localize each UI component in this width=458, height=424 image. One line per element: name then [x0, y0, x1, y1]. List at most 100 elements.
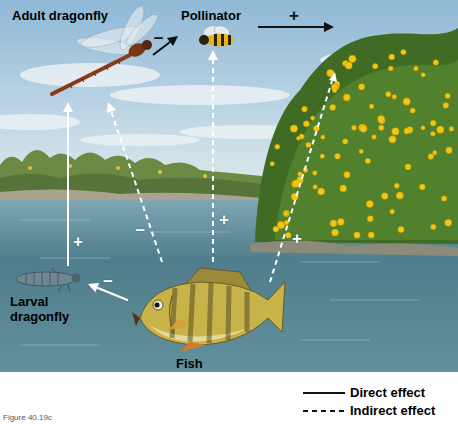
arrow-head	[107, 102, 116, 113]
pollinator-figure-part	[228, 35, 231, 45]
effect-sign: −	[135, 222, 145, 239]
flower	[421, 73, 425, 77]
flower	[320, 154, 324, 158]
flower	[421, 126, 425, 130]
flower	[354, 232, 360, 238]
flower	[449, 126, 454, 131]
flower	[367, 216, 373, 222]
flower	[419, 184, 425, 190]
flower	[283, 210, 289, 216]
pollinator-figure-part	[206, 34, 234, 47]
effect-sign: +	[289, 7, 299, 24]
organism-name: Adult dragonfly	[12, 8, 108, 23]
flower	[392, 95, 397, 100]
flower	[313, 171, 318, 176]
pollinator-figure-part	[221, 34, 224, 46]
flower	[340, 185, 347, 192]
fish-figure	[132, 268, 285, 352]
flower	[443, 103, 449, 109]
flower	[396, 192, 403, 199]
legend-samples-part	[303, 410, 345, 412]
effect-sign: +	[292, 230, 302, 247]
flowering-bush-part	[255, 28, 458, 244]
effect-sign: +	[73, 233, 83, 250]
flower	[359, 84, 365, 90]
larval-dragonfly-figure-part	[52, 268, 70, 292]
organism-node: Adult dragonfly	[8, 6, 153, 102]
flower	[290, 125, 297, 132]
fish-figure-part	[168, 318, 190, 330]
flower	[284, 212, 288, 216]
flower	[273, 226, 279, 232]
arrow-head	[167, 36, 178, 46]
flower	[431, 131, 436, 136]
flower	[430, 120, 436, 126]
flower	[293, 180, 299, 186]
flower	[410, 108, 415, 113]
flower	[378, 116, 385, 123]
flower	[414, 66, 419, 71]
effect-arrows-to-plants-part	[270, 81, 332, 282]
flower	[345, 62, 352, 69]
flower	[398, 226, 404, 232]
flower	[431, 224, 436, 229]
effect-arrows-to-plants-part	[324, 22, 334, 32]
organism-node: Fish	[128, 262, 280, 378]
flower	[303, 121, 309, 127]
flower	[372, 135, 377, 140]
effect-sign: −	[154, 30, 164, 47]
flower	[352, 125, 357, 130]
flower	[275, 144, 280, 149]
pollinator-figure-part	[214, 34, 217, 46]
flowering-bush	[250, 28, 458, 256]
effect-sign: +	[219, 211, 229, 228]
organism-name: Pollinator	[181, 8, 241, 23]
flower	[349, 55, 356, 62]
fish-figure-part	[140, 282, 285, 345]
effect-line	[212, 60, 214, 262]
sky-part	[80, 134, 200, 146]
flower	[359, 149, 363, 153]
flower	[405, 164, 411, 170]
legend-samples	[303, 393, 345, 411]
fish-figure-part	[172, 283, 247, 343]
flower	[298, 172, 303, 177]
flower	[386, 92, 391, 97]
effect-arrow	[208, 50, 218, 262]
flower	[389, 54, 395, 60]
flower	[388, 66, 393, 71]
adult-dragonfly-figure-part	[70, 61, 120, 88]
pollinator-figure	[199, 24, 234, 47]
flower	[332, 229, 339, 236]
flower	[292, 181, 299, 188]
flower	[270, 162, 274, 166]
flower	[286, 232, 292, 238]
effect-arrow	[107, 102, 163, 262]
arrow-head	[208, 50, 218, 60]
flower	[401, 49, 406, 54]
effect-line	[67, 112, 69, 266]
effect-line	[111, 111, 162, 262]
organism-node: Pollinator	[178, 6, 256, 50]
figure-number: Figure 40.19c	[3, 413, 52, 422]
flower	[369, 104, 374, 109]
flower	[394, 183, 399, 188]
fish-figure-part	[150, 326, 250, 342]
flower	[445, 93, 450, 98]
larval-dragonfly-figure	[16, 268, 81, 292]
distant-trees-part	[158, 170, 162, 174]
legend-text: Indirect effect	[350, 403, 435, 418]
larval-dragonfly-figure-part	[16, 272, 76, 286]
adult-dragonfly-figure-part	[52, 55, 130, 94]
arrow-head	[88, 283, 99, 292]
flower	[445, 219, 452, 226]
flower	[360, 125, 367, 132]
flower	[306, 142, 311, 147]
effect-sign: −	[103, 273, 113, 290]
flower	[403, 98, 410, 105]
flower	[344, 172, 350, 178]
flower	[343, 94, 350, 101]
organism-name: Larval dragonfly	[10, 294, 84, 324]
